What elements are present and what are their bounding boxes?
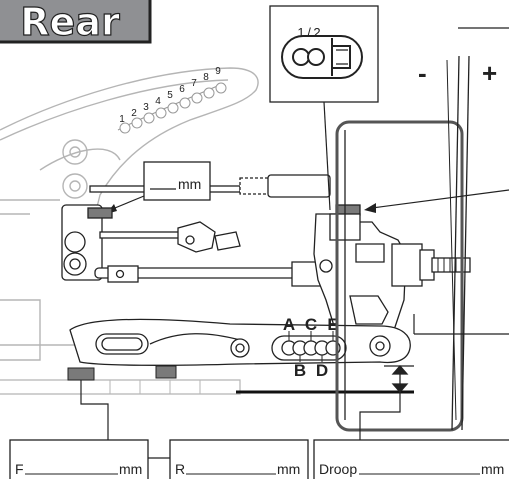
front-field: F mm — [9, 439, 149, 479]
base-plate — [0, 365, 414, 395]
lower-arm — [69, 318, 411, 366]
link-hole-label-4: 4 — [155, 96, 161, 107]
front-shim — [67, 367, 95, 381]
arm-hole-label-d: D — [316, 361, 328, 380]
link-length-callout: mm — [106, 161, 211, 214]
link-hole-label-6: 6 — [179, 84, 185, 95]
droop-field-unit: mm — [481, 461, 504, 477]
title-banner: Rear — [0, 0, 152, 45]
link-hole-label-2: 2 — [131, 108, 137, 119]
banner-title: Rear — [20, 0, 120, 44]
link-hole-row: 1 2 3 4 5 6 7 8 9 — [117, 66, 227, 134]
camber-indicator: - + — [418, 55, 497, 431]
inset-hole-2: 2 — [313, 25, 320, 40]
inboard-mount — [61, 204, 113, 281]
droop-indicator — [384, 365, 414, 393]
upper-shim-inner — [87, 207, 113, 219]
link-hole-label-1: 1 — [119, 114, 125, 125]
rear-field-unit: mm — [277, 461, 300, 477]
inset-separator: / — [307, 25, 311, 40]
outer-shim-callout — [364, 27, 509, 335]
arm-hole-label-e: E — [327, 315, 338, 334]
arm-hole-set: A C E B D — [281, 315, 341, 380]
link-hole-label-3: 3 — [143, 102, 149, 113]
link-hole-label-5: 5 — [167, 90, 173, 101]
front-field-unit: mm — [119, 461, 142, 477]
droop-field-label: Droop — [319, 461, 357, 477]
droop-field: Droop mm — [313, 439, 509, 479]
camber-plus-label: + — [482, 58, 497, 88]
arm-hole-label-c: C — [305, 315, 317, 334]
camber-minus-label: - — [418, 58, 427, 88]
axle-stub — [431, 257, 471, 273]
inset-hole-1: 1 — [297, 25, 304, 40]
hub-inset: 1 / 2 — [269, 5, 379, 211]
arm-hole-label-b: B — [294, 361, 306, 380]
wheel-outline — [335, 120, 464, 432]
bottom-leaders — [80, 380, 401, 459]
rear-field-label: R — [175, 461, 185, 477]
link-length-unit: mm — [178, 176, 201, 192]
rear-field: R mm — [169, 439, 309, 479]
link-hole-label-8: 8 — [203, 72, 209, 83]
drive-shaft — [94, 221, 331, 287]
arm-hole-label-a: A — [283, 315, 295, 334]
front-field-label: F — [15, 461, 24, 477]
link-hole-label-7: 7 — [191, 78, 197, 89]
rear-shim — [155, 365, 177, 379]
link-hole-label-9: 9 — [215, 66, 221, 77]
